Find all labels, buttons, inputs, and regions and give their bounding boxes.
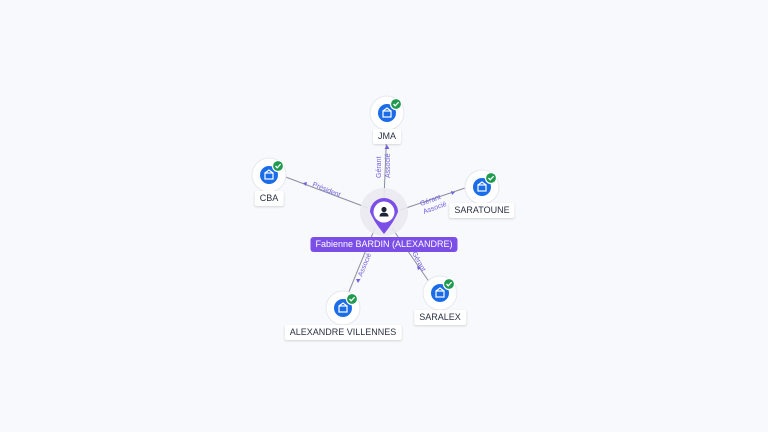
company-node-alexandre-villennes[interactable]: [325, 290, 361, 326]
check-icon: [484, 171, 498, 185]
arrow-marker: [417, 266, 421, 270]
company-node-saratoune[interactable]: [464, 169, 500, 205]
relation-label-jma-associe: Associé: [385, 153, 392, 178]
company-label-jma[interactable]: JMA: [373, 129, 401, 144]
arrow-marker: [356, 279, 361, 283]
company-label-alexandre-villennes[interactable]: ALEXANDRE VILLENNES: [284, 325, 402, 340]
relation-label-jma-gerant: Gérant: [376, 157, 383, 178]
edge-cba: [282, 175, 369, 209]
company-node-cba[interactable]: [251, 157, 287, 193]
edge-saratoune: [399, 186, 469, 211]
arrow-marker: [384, 145, 390, 149]
company-label-cba[interactable]: CBA: [254, 191, 284, 206]
person-name-label[interactable]: Fabienne BARDIN (ALEXANDRE): [310, 237, 458, 252]
company-icon: [338, 302, 348, 313]
check-icon: [345, 292, 359, 306]
company-label-saralex[interactable]: SARALEX: [414, 310, 466, 325]
company-node-saralex[interactable]: [422, 275, 458, 311]
relation-label-cba-president: Président: [311, 181, 341, 199]
check-icon: [442, 277, 456, 291]
company-label-saratoune[interactable]: SARATOUNE: [449, 203, 515, 218]
arrow-marker: [451, 191, 455, 195]
arrow-marker: [303, 182, 307, 186]
company-icon: [477, 181, 487, 192]
company-icon: [435, 287, 445, 298]
company-node-jma[interactable]: [369, 95, 405, 131]
check-icon: [389, 97, 403, 111]
person-node[interactable]: [360, 188, 408, 236]
check-icon: [271, 159, 285, 173]
person-icon: [379, 206, 389, 217]
company-icon: [264, 169, 274, 180]
company-icon: [382, 107, 392, 118]
